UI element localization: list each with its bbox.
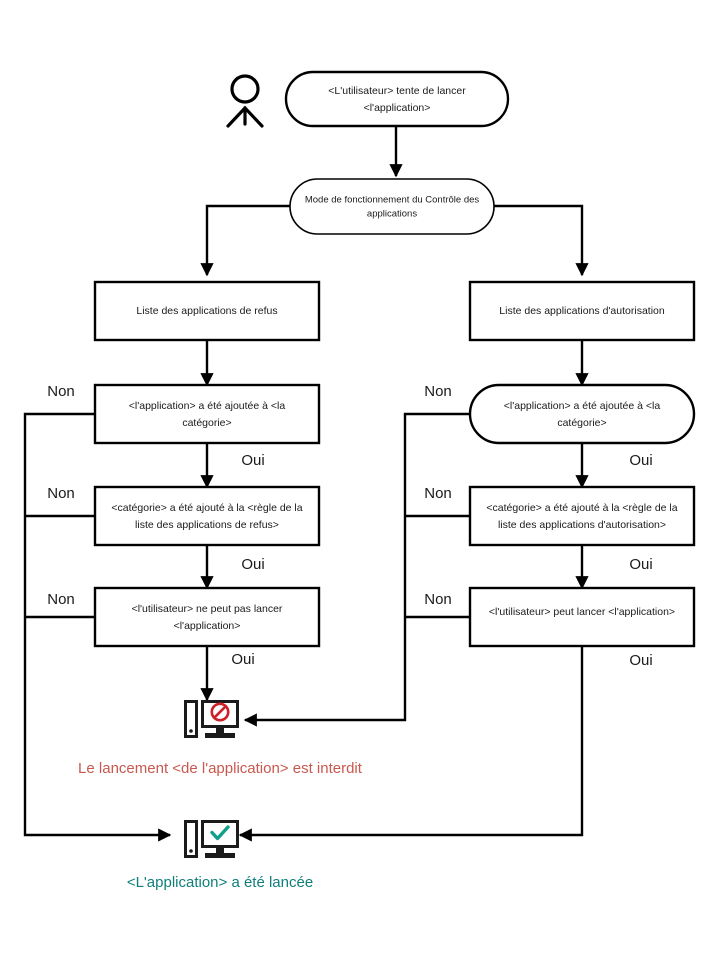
edge-label-right-yes-2: Oui (629, 556, 652, 573)
node-right-q1: <l'application> a été ajoutée à <la caté… (468, 383, 696, 445)
edge-label-left-no-3: Non (47, 591, 75, 608)
edge-label-right-no-2: Non (424, 485, 452, 502)
edge-label-left-no-1: Non (47, 383, 75, 400)
edge-label-left-no-2: Non (47, 485, 75, 502)
node-mode: Mode de fonctionnement du Contrôle des a… (289, 178, 495, 235)
node-right-q2-line2: liste des applications d'autorisation> (498, 519, 666, 531)
edge-label-left-yes-2: Oui (241, 556, 264, 573)
edge-label-right-no-3: Non (424, 591, 452, 608)
node-left-q2-line2: liste des applications de refus> (135, 519, 279, 531)
node-left-q1: <l'application> a été ajoutée à <la caté… (93, 383, 321, 445)
node-deny-list: Liste des applications de refus (93, 280, 321, 342)
edge-label-right-yes-1: Oui (629, 452, 652, 469)
node-right-q2-line1: <catégorie> a été ajouté à la <règle de … (486, 502, 677, 514)
node-start-line1: <L'utilisateur> tente de lancer (328, 85, 466, 97)
edge-right-q3-yes-to-allowed (238, 647, 584, 842)
edge-mode-to-allow-list (492, 204, 589, 277)
node-right-q3: <l'utilisateur> peut lancer <l'applicati… (468, 586, 696, 648)
monitor-check-icon (184, 820, 239, 858)
edge-label-left-yes-3: Oui (231, 651, 254, 668)
caption-denied: Le lancement <de l'application> est inte… (78, 760, 363, 777)
node-right-q3-line1: <l'utilisateur> peut lancer <l'applicati… (489, 606, 675, 618)
user-actor-icon (226, 74, 264, 128)
node-left-q1-line2: catégorie> (182, 417, 231, 429)
edge-mode-to-deny-list (200, 204, 297, 277)
edge-label-right-no-1: Non (424, 383, 452, 400)
node-start-line2: <l'application> (364, 102, 431, 114)
node-left-q2: <catégorie> a été ajouté à la <règle de … (93, 485, 321, 547)
edge-left-q1-no (23, 412, 172, 842)
monitor-blocked-icon (184, 700, 239, 738)
node-left-q3: <l'utilisateur> ne peut pas lancer <l'ap… (93, 586, 321, 648)
edge-label-left-yes-1: Oui (241, 452, 264, 469)
node-left-q3-line2: <l'application> (174, 620, 241, 632)
node-start: <L'utilisateur> tente de lancer <l'appli… (284, 70, 510, 128)
node-left-q1-line1: <l'application> a été ajoutée à <la (129, 400, 286, 412)
node-left-q2-line1: <catégorie> a été ajouté à la <règle de … (111, 502, 302, 514)
node-right-q1-line1: <l'application> a été ajoutée à <la (504, 400, 661, 412)
node-left-q3-line1: <l'utilisateur> ne peut pas lancer (132, 603, 283, 615)
edge-label-right-yes-3: Oui (629, 652, 652, 669)
node-deny-list-label: Liste des applications de refus (136, 305, 277, 317)
node-right-q2: <catégorie> a été ajouté à la <règle de … (468, 485, 696, 547)
node-right-q1-line2: catégorie> (557, 417, 606, 429)
node-allow-list-label: Liste des applications d'autorisation (499, 305, 665, 317)
edge-right-q1-no (243, 412, 472, 727)
node-mode-line1: Mode de fonctionnement du Contrôle des (305, 195, 480, 206)
caption-allowed: <L'application> a été lancée (127, 874, 313, 891)
node-allow-list: Liste des applications d'autorisation (468, 280, 696, 342)
node-mode-line2: applications (367, 209, 417, 220)
